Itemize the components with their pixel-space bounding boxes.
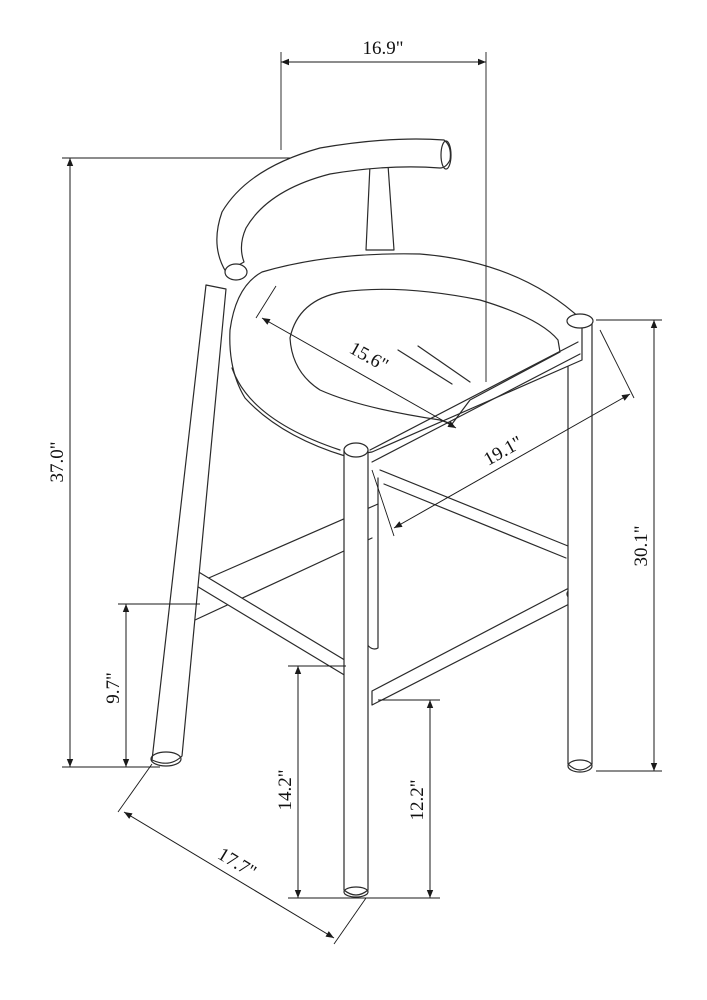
front-footrest-height-label: 14.2" [275, 769, 296, 810]
seat-height-label: 30.1" [631, 525, 652, 566]
back-footrest-height-label: 9.7" [103, 672, 124, 704]
right-seat-stretcher [379, 469, 569, 559]
depth-dimension: 17.7" [117, 763, 367, 945]
bar-stool-drawing [150, 138, 594, 898]
seat-height-dimension: 30.1" [596, 319, 662, 772]
depth-label: 17.7" [214, 844, 260, 883]
total-height-dimension: 37.0" [47, 157, 290, 768]
side-footrest-height-label: 12.2" [407, 779, 428, 820]
right-side-footrest [371, 588, 580, 706]
front-left-leg [343, 442, 369, 898]
side-footrest-height-dimension: 12.2" [378, 699, 440, 898]
left-back-leg [150, 284, 227, 767]
back-footrest-height-dimension: 9.7" [103, 603, 200, 767]
seat [229, 253, 594, 463]
right-front-leg [567, 323, 593, 773]
seat-diagonal-label: 19.1" [480, 432, 526, 470]
width-label: 16.9" [362, 38, 403, 59]
width-dimension: 16.9" [280, 38, 487, 382]
total-height-label: 37.0" [47, 441, 68, 482]
backrest [216, 138, 452, 281]
left-side-footrest [184, 567, 349, 677]
back-support-post [365, 164, 395, 251]
